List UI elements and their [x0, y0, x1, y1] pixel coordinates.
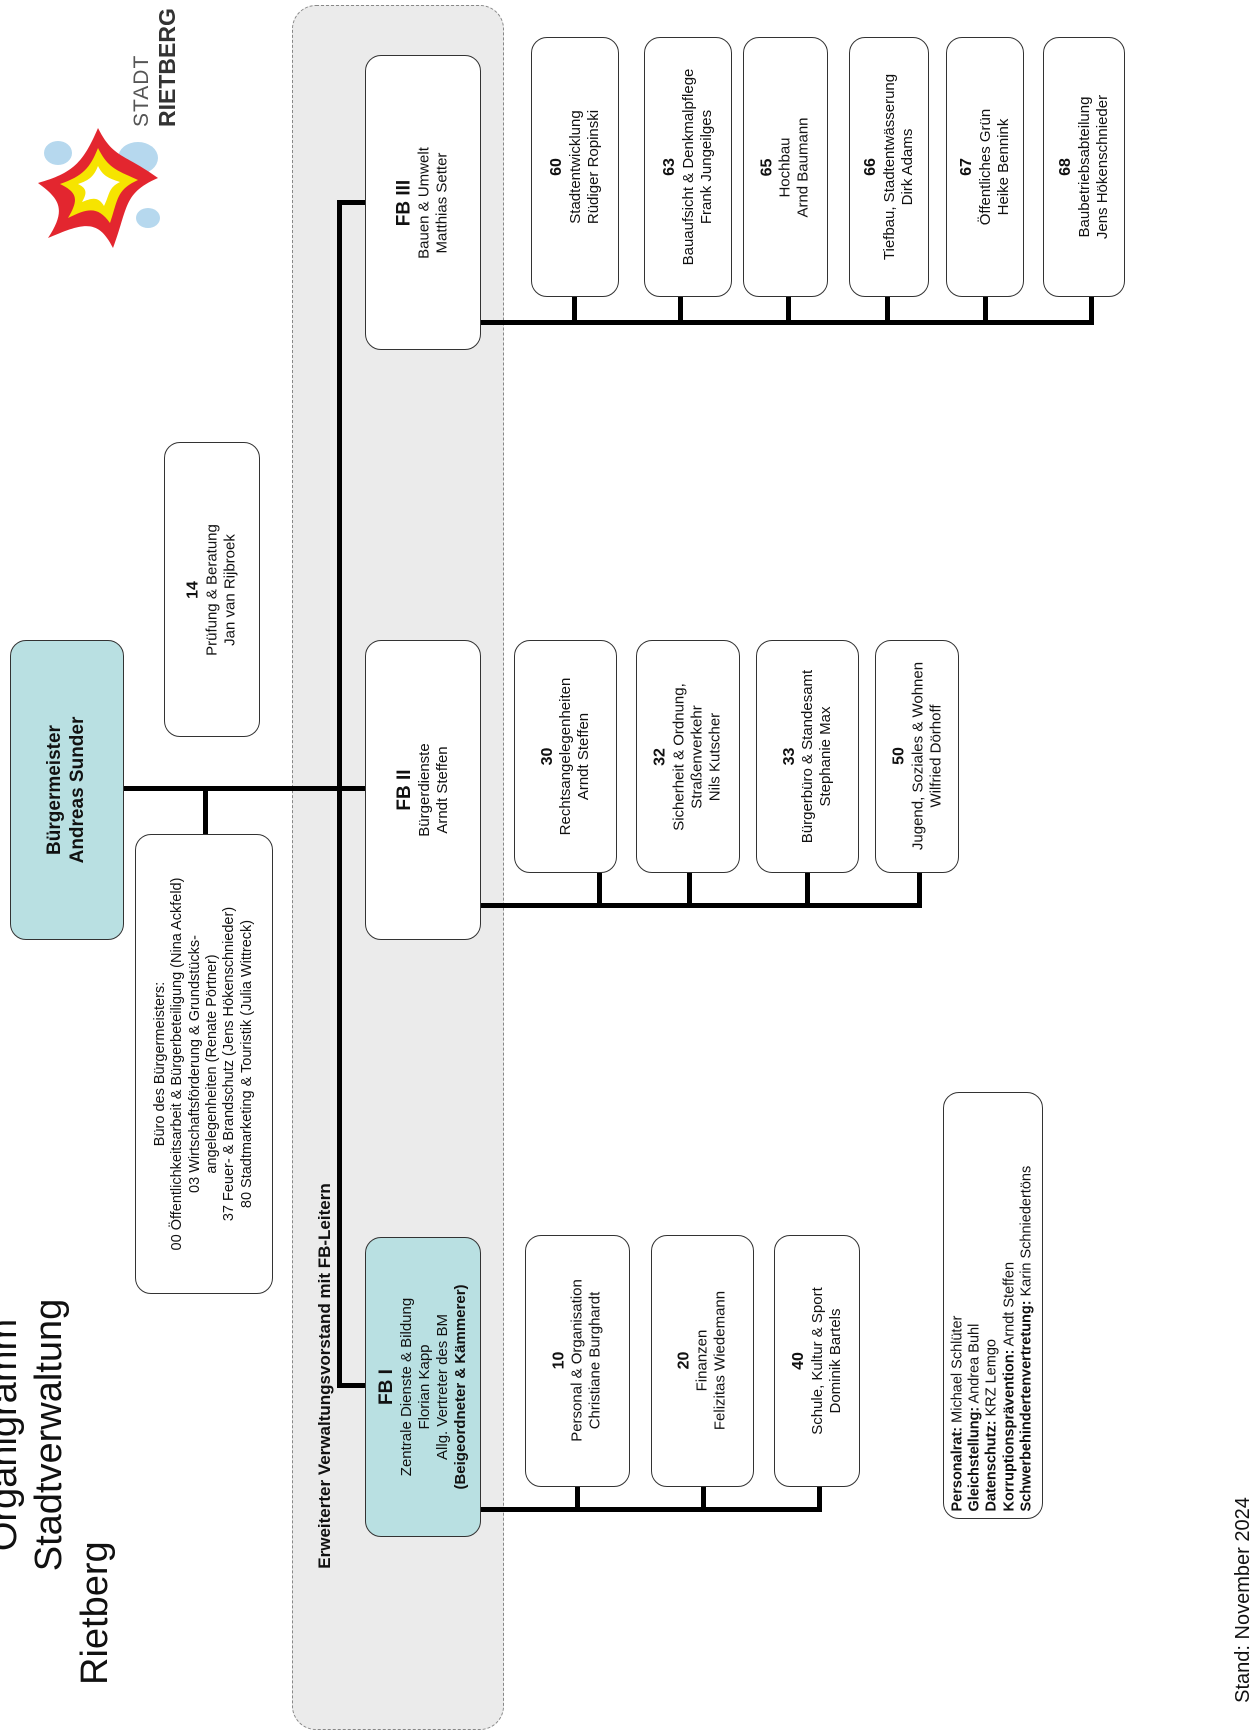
unit-67-box	[946, 37, 1024, 297]
unit-65-box	[743, 37, 828, 297]
unit-50-text: 50 Jugend, Soziales & Wohnen Wilfried Dö…	[890, 661, 945, 851]
connector-unit33	[805, 873, 810, 905]
unit-50-box	[875, 640, 959, 873]
connector-unit30	[597, 873, 602, 905]
unit-14-text: 14 Prüfung & Beratung Jan van Rijbroek	[184, 524, 239, 656]
logo-text: STADT RIETBERG	[129, 8, 180, 127]
fb2-box	[365, 640, 481, 940]
unit-30-text: 30 Rechtsangelegenheiten Arndt Steffen	[538, 677, 593, 836]
unit-65-text: 65 Hochbau Arnd Baumann	[758, 117, 812, 218]
unit-10-text: 10 Personal & Organisation Christiane Bu…	[550, 1279, 604, 1442]
beauftragte-box	[943, 1092, 1043, 1519]
unit-66-text: 66 Tiefbau, Stadtentwässerung Dirk Adams	[862, 73, 916, 261]
fb3-text: FB III Bauen & Umwelt Matthias Setter	[393, 147, 451, 259]
connector-unit20	[701, 1487, 706, 1509]
unit-20-box	[651, 1235, 754, 1487]
unit-10-box	[525, 1235, 630, 1487]
connector-fb-vertical	[337, 200, 342, 1388]
unit-33-box	[756, 640, 859, 873]
connector-unit32	[687, 873, 692, 905]
connector-buero	[203, 786, 208, 834]
unit-63-box	[644, 37, 732, 297]
page-title: Organigramm Stadtverwaltung Rietberg	[0, 1185, 116, 1685]
connector-fb3	[337, 200, 367, 205]
unit-68-text: 68 Baubetriebsabteilung Jens Hökenschnie…	[1057, 94, 1111, 240]
city-logo	[28, 118, 168, 258]
unit-32-box	[636, 640, 740, 873]
connector-unit60	[572, 297, 577, 322]
unit-60-box	[531, 37, 619, 297]
fb1-box	[365, 1237, 481, 1537]
buergermeister-text: Bürgermeister Andreas Sunder	[44, 716, 88, 864]
connector-unit40	[817, 1487, 822, 1509]
buergermeister-box	[10, 640, 124, 940]
buero-buergermeister-box	[135, 834, 273, 1294]
buero-buergermeister-text: Büro des Bürgermeisters: 00 Öffentlichke…	[151, 877, 255, 1251]
unit-66-box	[849, 37, 929, 297]
connector-unit66	[885, 297, 890, 322]
unit-68-box	[1043, 37, 1125, 297]
fb3-box	[365, 55, 481, 350]
unit-20-text: 20 Finanzen Felizitas Wiedemann	[675, 1290, 729, 1431]
connector-unit67	[983, 297, 988, 322]
connector-unit63	[678, 297, 683, 322]
unit-14-box	[164, 442, 260, 737]
connector-unit65	[786, 297, 791, 322]
stand-date: Stand: November 2024	[1232, 1497, 1253, 1703]
unit-67-text: 67 Öffentliches Grün Heike Bennink	[958, 108, 1012, 226]
unit-30-box	[514, 640, 617, 873]
vorstand-label: Erweiterter Verwaltungsvorstand mit FB-L…	[314, 1183, 334, 1569]
connector-fb3-bus	[480, 320, 1094, 325]
fb1-text: FB I Zentrale Dienste & Bildung Florian …	[375, 1284, 470, 1490]
connector-fb1	[337, 1383, 367, 1388]
rietberg-logo-icon	[38, 128, 160, 248]
connector-fb1-bus	[480, 1507, 822, 1512]
beauftragte-text: Personalrat: Michael Schlüter Gleichstel…	[949, 1165, 1035, 1512]
connector-fb2-bus	[480, 903, 922, 908]
connector-unit10	[575, 1487, 580, 1509]
fb2-text: FB II Bürgerdienste Arndt Steffen	[393, 743, 452, 837]
title-line-2: Rietberg	[73, 1541, 116, 1685]
title-line-1: Organigramm Stadtverwaltung	[0, 1298, 71, 1572]
connector-unit68	[1089, 297, 1094, 322]
unit-32-text: 32 Sicherheit & Ordnung, Straßenverkehr …	[651, 683, 724, 831]
unit-40-text: 40 Schule, Kultur & Sport Dominik Bartel…	[790, 1287, 844, 1435]
unit-60-text: 60 Stadtentwicklung Rüdiger Ropinski	[548, 109, 602, 225]
connector-bm-main	[122, 786, 367, 791]
unit-33-text: 33 Bürgerbüro & Standesamt Stephanie Max	[780, 669, 835, 844]
unit-40-box	[774, 1235, 860, 1487]
unit-63-text: 63 Bauaufsicht & Denkmalpflege Frank Jun…	[661, 68, 715, 266]
connector-unit50	[917, 873, 922, 905]
